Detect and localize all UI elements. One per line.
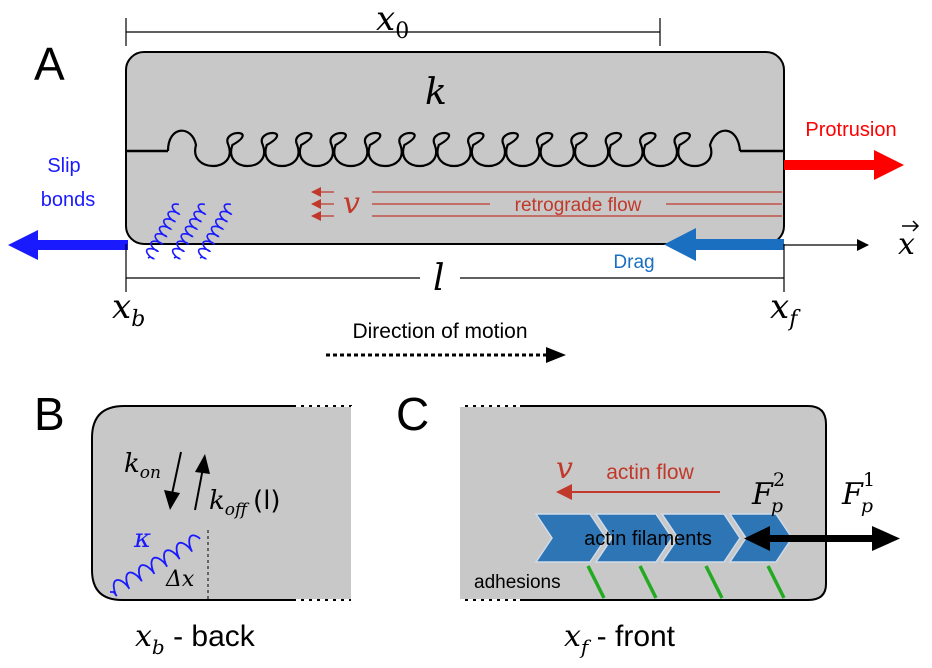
x-vector-label: x bbox=[898, 220, 920, 262]
direction-label: Direction of motion bbox=[352, 320, 527, 343]
retrograde-flow-label: retrograde flow bbox=[515, 195, 642, 216]
slip-bond-springs bbox=[145, 203, 233, 260]
svg-text:x: x bbox=[898, 227, 915, 262]
direction-arrow bbox=[326, 347, 566, 363]
actin-flow-label: actin flow bbox=[606, 461, 694, 484]
x0-dimension bbox=[125, 18, 661, 46]
x0-label: x0 bbox=[376, 0, 409, 44]
kappa-label: κ bbox=[133, 524, 151, 554]
retrograde-flow-lines bbox=[311, 187, 782, 221]
adhesions-label: adhesions bbox=[474, 572, 561, 593]
xf-label: xf bbox=[770, 287, 801, 332]
force-fp1-arrow bbox=[826, 526, 900, 551]
spring-constant-label: k bbox=[425, 72, 447, 113]
slip-bonds-label-2: bonds bbox=[41, 189, 96, 211]
back-caption: xb - back bbox=[135, 619, 256, 659]
spring bbox=[126, 129, 784, 167]
fp1-label: Fp1 bbox=[841, 469, 875, 517]
drag-arrow bbox=[664, 228, 784, 261]
velocity-label-a: v bbox=[343, 186, 360, 221]
force-fp2-arrow bbox=[744, 526, 826, 551]
actin-filaments-label: actin filaments bbox=[584, 528, 712, 550]
back-cell-open-edge bbox=[351, 406, 355, 601]
panel-c-letter: C bbox=[396, 388, 429, 440]
front-caption: xf - front bbox=[564, 619, 676, 659]
actin-flow-arrow bbox=[556, 484, 720, 500]
kon-label: kon bbox=[124, 449, 161, 483]
adhesion-bonds bbox=[586, 565, 786, 599]
length-label: l bbox=[433, 258, 445, 299]
slip-bonds-label-1: Slip bbox=[47, 155, 80, 177]
xb-label: xb bbox=[112, 287, 145, 332]
binding-arrows bbox=[164, 451, 210, 511]
cell-body bbox=[125, 51, 785, 245]
panel-a-letter: A bbox=[34, 38, 65, 90]
fp2-label: Fp2 bbox=[751, 469, 785, 517]
protrusion-label: Protrusion bbox=[805, 119, 896, 141]
velocity-label-c: v bbox=[556, 451, 573, 486]
protrusion-arrow bbox=[784, 150, 904, 180]
dx-label: Δx bbox=[165, 567, 195, 592]
back-adhesion-spring bbox=[110, 534, 201, 597]
panel-b-letter: B bbox=[34, 388, 65, 440]
drag-label: Drag bbox=[613, 252, 654, 273]
back-cell-body bbox=[91, 405, 352, 601]
koff-label: koff(l) bbox=[209, 486, 281, 520]
length-dimension bbox=[125, 244, 785, 292]
front-cell-open-edge bbox=[456, 406, 460, 601]
slip-bonds-arrow bbox=[8, 230, 128, 260]
